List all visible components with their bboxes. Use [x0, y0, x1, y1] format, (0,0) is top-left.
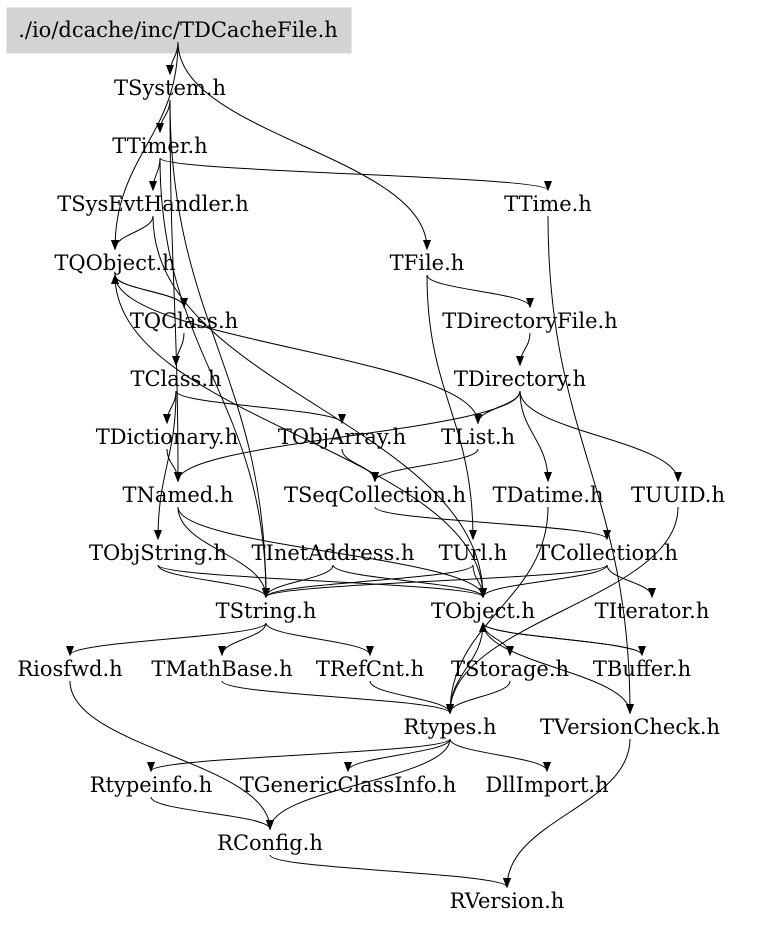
- node-rtypeinfo[interactable]: Rtypeinfo.h: [90, 773, 212, 797]
- edge-ttimer-to-tsysevthandler: [153, 157, 161, 190]
- edge-tseqcollection-to-tcollection: [374, 506, 607, 539]
- root-node-box: [6, 7, 352, 54]
- node-tfile[interactable]: TFile.h: [390, 251, 465, 275]
- edge-tbuffer-to-tobject: [483, 623, 643, 656]
- edge-ttimer-to-ttime: [159, 157, 548, 190]
- edge-tdirectoryfile-to-tdirectory: [520, 332, 531, 365]
- edge-tcollection-to-titerator: [606, 564, 652, 597]
- edge-tobjstring-to-tobject: [157, 564, 483, 597]
- nodes-layer: ./io/dcache/inc/TDCacheFile.h TSystem.h …: [17, 18, 725, 913]
- node-tstorage[interactable]: TStorage.h: [451, 657, 569, 681]
- node-tsysevthandler[interactable]: TSysEvtHandler.h: [57, 192, 249, 216]
- edges-layer: [69, 41, 679, 887]
- node-tgenericclassinfo[interactable]: TGenericClassInfo.h: [240, 773, 457, 797]
- node-tobjarray[interactable]: TObjArray.h: [278, 425, 406, 449]
- edge-tuuid-to-rtypes: [450, 506, 679, 713]
- edge-rtypes-to-tgenericclassinfo: [348, 738, 451, 771]
- node-tobjstring[interactable]: TObjString.h: [89, 541, 227, 565]
- node-tstring[interactable]: TString.h: [216, 599, 317, 623]
- node-turl[interactable]: TUrl.h: [439, 541, 508, 565]
- edge-tinetaddress-to-tobject: [332, 564, 483, 597]
- edge-tobjarray-to-tseqcollection: [341, 448, 375, 481]
- edge-tstring-to-tmathbase: [222, 622, 267, 655]
- node-tversioncheck[interactable]: TVersionCheck.h: [540, 715, 720, 739]
- edge-tqclass-to-tqobject: [115, 275, 185, 308]
- edge-tclass-to-tobjstring: [158, 390, 177, 539]
- edge-turl-to-tstring: [266, 564, 474, 597]
- node-tlist[interactable]: TList.h: [441, 425, 515, 449]
- node-tinetaddress[interactable]: TInetAddress.h: [252, 541, 415, 565]
- edge-tcollection-to-tobject: [483, 564, 608, 597]
- edge-rtypes-to-dllimport: [449, 738, 547, 771]
- edge-tsystem-to-tstring: [169, 99, 266, 597]
- edge-tqclass-to-tclass: [176, 332, 185, 365]
- edge-tdirectory-to-tuuid: [519, 390, 678, 481]
- edge-riosfwd-to-rconfig: [69, 680, 270, 829]
- node-rtypes[interactable]: Rtypes.h: [404, 715, 497, 739]
- edge-tsysevthandler-to-tqobject: [115, 215, 154, 249]
- edge-tobject-to-tversioncheck: [482, 622, 630, 713]
- node-tmathbase[interactable]: TMathBase.h: [151, 657, 292, 681]
- node-rversion[interactable]: RVersion.h: [450, 889, 565, 913]
- edge-tobject-to-rtypes: [450, 622, 484, 713]
- node-ttime[interactable]: TTime.h: [504, 192, 592, 216]
- edge-tdictionary-to-tnamed: [166, 448, 178, 481]
- edge-tfile-to-turl: [426, 274, 473, 539]
- node-tbuffer[interactable]: TBuffer.h: [593, 657, 691, 681]
- edge-tnamed-to-tobject: [177, 506, 483, 597]
- edge-tsysevthandler-to-tobject: [152, 215, 483, 597]
- edge-tdatime-to-rtypes: [450, 506, 549, 713]
- edge-tqobject-to-tobject: [114, 274, 483, 597]
- node-tqobject[interactable]: TQObject.h: [54, 251, 175, 275]
- node-rconfig[interactable]: RConfig.h: [217, 831, 323, 855]
- edge-tstorage-to-rtypes: [450, 680, 511, 713]
- node-tdatime[interactable]: TDatime.h: [492, 483, 603, 507]
- edge-tdirectory-to-tlist: [478, 390, 521, 423]
- edge-tcollection-to-tstring: [266, 564, 608, 597]
- node-tcollection[interactable]: TCollection.h: [536, 541, 678, 565]
- edge-rtypes-to-rconfig: [270, 738, 451, 829]
- edge-tclass-to-tobjarray: [175, 390, 342, 423]
- edge-tstring-to-trefcnt: [265, 622, 370, 655]
- edge-tlist-to-tseqcollection: [375, 448, 479, 481]
- node-tdictionary[interactable]: TDictionary.h: [96, 425, 238, 449]
- edge-tqobject-to-tlist: [114, 274, 478, 423]
- edge-tversioncheck-to-rversion: [507, 738, 631, 887]
- edge-rconfig-to-rversion: [269, 854, 507, 887]
- node-tdirectoryfile[interactable]: TDirectoryFile.h: [442, 309, 617, 333]
- node-tuuid[interactable]: TUUID.h: [631, 483, 725, 507]
- edge-rtypeinfo-to-rconfig: [150, 796, 270, 829]
- node-trefcnt[interactable]: TRefCnt.h: [316, 657, 424, 681]
- node-ttimer[interactable]: TTimer.h: [112, 134, 207, 158]
- edge-ttime-to-tversioncheck: [547, 215, 630, 713]
- node-tnamed[interactable]: TNamed.h: [123, 483, 234, 507]
- edge-root-to-tqobject: [115, 41, 179, 249]
- node-riosfwd[interactable]: Riosfwd.h: [17, 657, 122, 681]
- node-tqclass[interactable]: TQClass.h: [130, 309, 238, 333]
- edge-tstring-to-riosfwd: [70, 622, 267, 655]
- edge-tobject-to-tstorage: [482, 622, 510, 655]
- edge-root-to-tfile: [177, 41, 427, 249]
- node-tseqcollection[interactable]: TSeqCollection.h: [284, 483, 466, 507]
- edge-tnamed-to-tstring: [177, 506, 266, 597]
- node-tobject[interactable]: TObject.h: [431, 599, 535, 623]
- node-root[interactable]: ./io/dcache/inc/TDCacheFile.h: [18, 18, 338, 42]
- edge-tmathbase-to-rtypes: [221, 680, 450, 713]
- edge-trefcnt-to-rtypes: [369, 680, 450, 713]
- node-dllimport[interactable]: DllImport.h: [485, 773, 608, 797]
- edge-ttimer-to-tstring: [159, 157, 266, 597]
- edge-rtypes-to-rtypeinfo: [151, 738, 451, 771]
- node-tsystem[interactable]: TSystem.h: [114, 76, 226, 100]
- edge-tdirectory-to-tdatime: [519, 390, 548, 481]
- node-titerator[interactable]: TIterator.h: [595, 599, 710, 623]
- node-tclass[interactable]: TClass.h: [130, 367, 221, 391]
- node-tdirectory[interactable]: TDirectory.h: [454, 367, 586, 391]
- edge-tfile-to-tdirectoryfile: [426, 274, 530, 307]
